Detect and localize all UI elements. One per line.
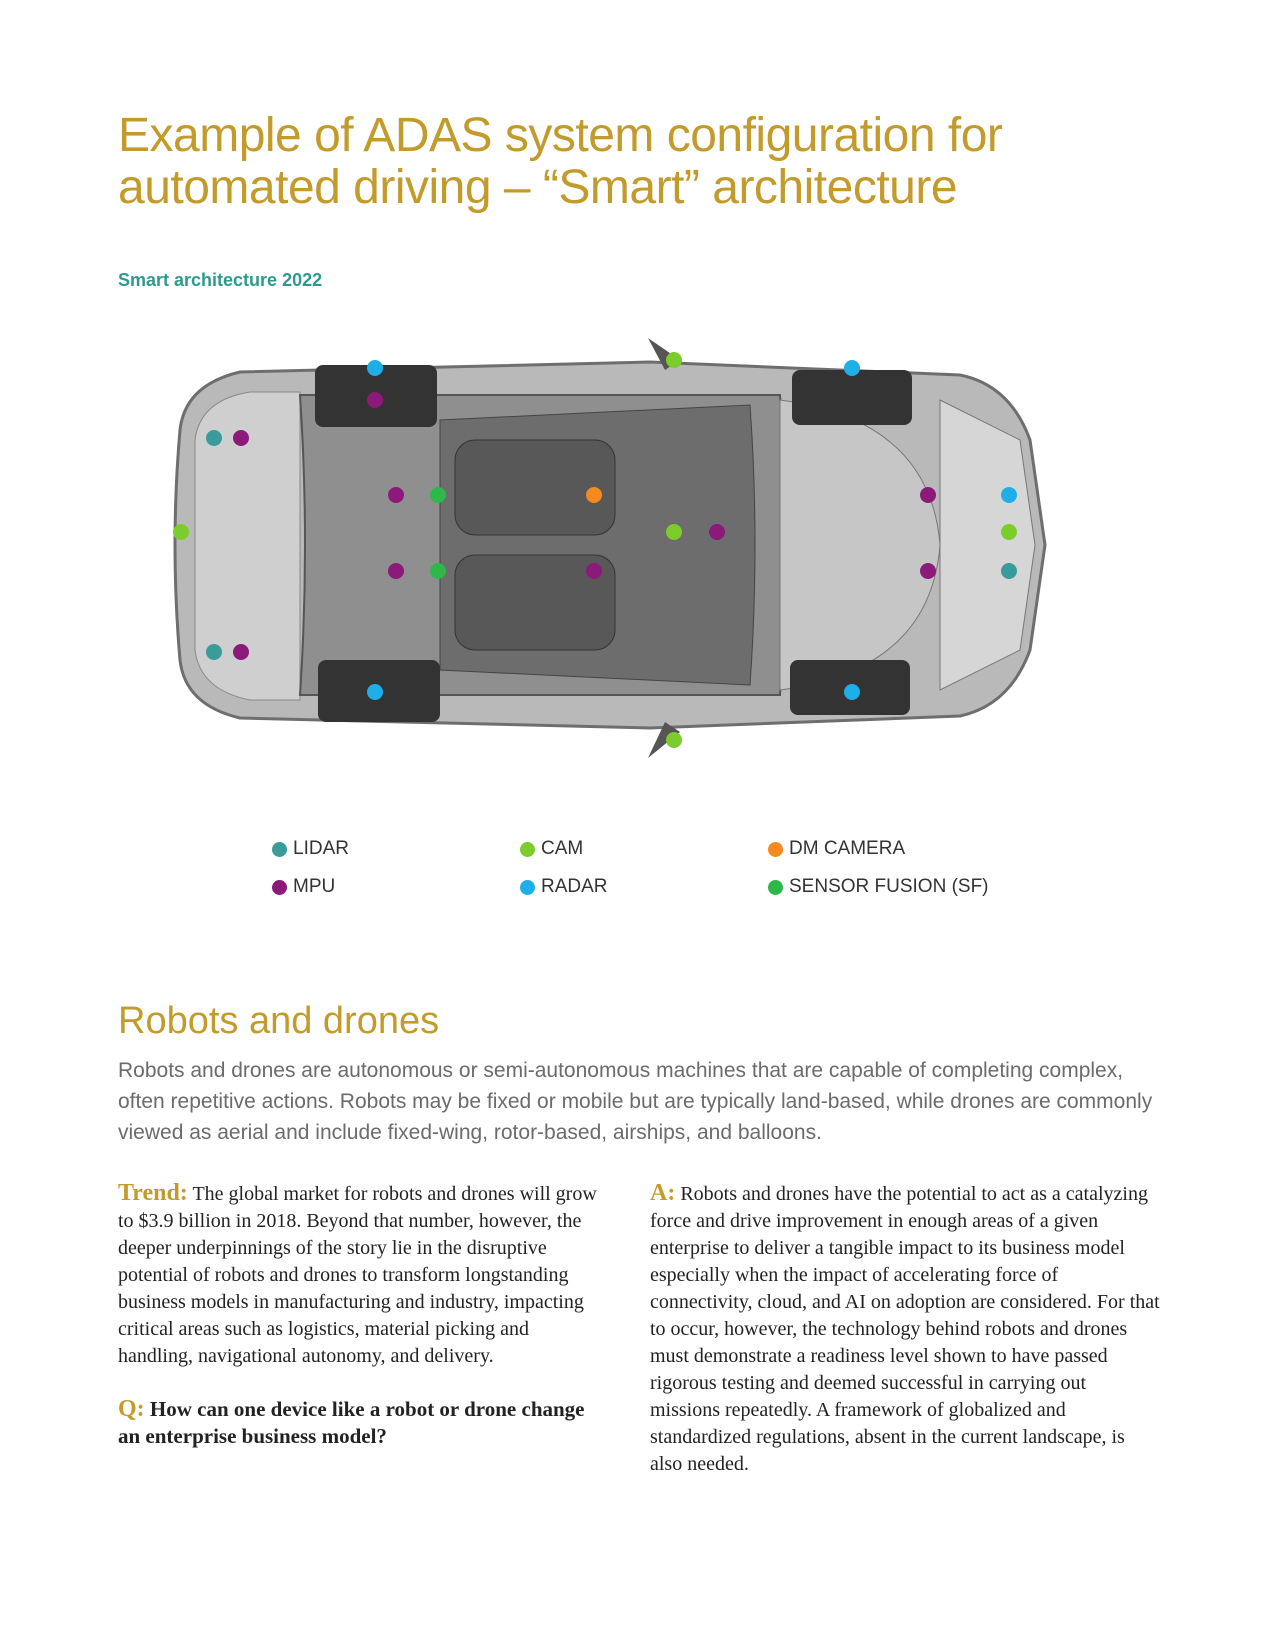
page-title: Example of ADAS system configuration for… [118, 109, 1003, 214]
dm-camera-markers [586, 487, 602, 503]
legend-item: CAM [520, 838, 768, 860]
trend-column: Trend: The global market for robots and … [118, 1180, 608, 1450]
legend-label: SENSOR FUSION (SF) [789, 876, 989, 897]
section-lead: Robots and drones are autonomous or semi… [118, 1059, 1153, 1144]
legend-dot-icon [768, 841, 783, 857]
sensor-fusion-markers [430, 487, 446, 579]
cam-markers [173, 352, 1017, 748]
diagram-subtitle: Smart architecture 2022 [118, 270, 323, 290]
lidar-markers [206, 430, 1017, 660]
legend-label: RADAR [541, 876, 608, 897]
legend-item: LIDAR [272, 838, 520, 860]
car-sensor-diagram [173, 338, 1047, 758]
legend-dot-icon [272, 879, 287, 895]
answer-text: Robots and drones have the potential to … [650, 1183, 1160, 1475]
mpu-markers [233, 392, 936, 660]
radar-markers [367, 360, 1017, 700]
legend: LIDAR CAM DM CAMERA MPU RADAR SENSOR FUSION (… [272, 838, 992, 898]
legend-label: MPU [293, 876, 336, 897]
answer-column: A: Robots and drones have the potential … [650, 1180, 1160, 1478]
question-text: How can one device like a robot or drone… [118, 1397, 585, 1448]
sensor-markers [173, 352, 1017, 748]
section-heading: Robots and drones [118, 1000, 440, 1042]
legend-label: DM CAMERA [789, 838, 906, 859]
legend-label: CAM [541, 838, 584, 859]
car-illustration [173, 338, 1047, 758]
legend-item: RADAR [520, 876, 768, 898]
legend-item: DM CAMERA [768, 838, 1016, 860]
trend-text: The global market for robots and drones … [118, 1183, 597, 1367]
legend-item: SENSOR FUSION (SF) [768, 876, 1016, 898]
trend-label: Trend: [118, 1180, 188, 1206]
legend-dot-icon [520, 879, 535, 895]
legend-label: LIDAR [293, 838, 349, 859]
legend-item: MPU [272, 876, 520, 898]
answer-label: A: [650, 1180, 676, 1206]
legend-dot-icon [520, 841, 535, 857]
legend-dot-icon [272, 841, 287, 857]
legend-dot-icon [768, 879, 783, 895]
question-label: Q: [118, 1396, 145, 1422]
